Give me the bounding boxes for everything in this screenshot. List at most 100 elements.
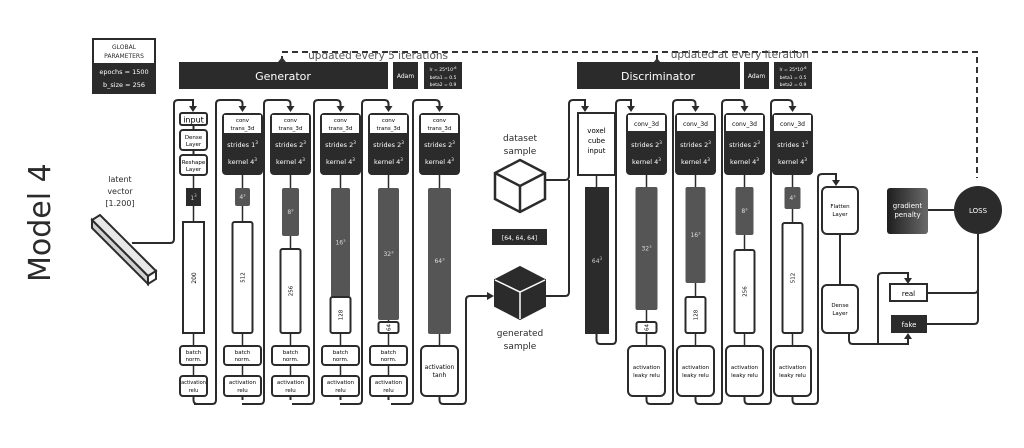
- feature-map-size: 43: [239, 192, 246, 201]
- generator-update-note: updated every 5 iterations: [308, 50, 448, 62]
- activation-label: activation: [425, 364, 455, 371]
- block-type: conv_3d: [732, 121, 757, 128]
- disc-input-label-2: cube: [588, 137, 605, 145]
- activation-type: relu: [383, 388, 394, 394]
- generator-input-column: input Dense Layer Reshape Layer 13 200: [179, 112, 208, 334]
- feature-map-size: 323: [641, 244, 652, 253]
- latent-label-3: [1.200]: [105, 199, 134, 208]
- sample-shape-text: [64, 64, 64]: [502, 235, 537, 242]
- feature-map-size: 83: [741, 206, 748, 215]
- feature-map: [428, 188, 451, 334]
- feature-map: [282, 188, 299, 236]
- generator-header: [179, 62, 388, 89]
- block-type: conv_3d: [780, 121, 805, 128]
- gen-dense-label-2: Layer: [186, 142, 202, 148]
- batch-norm-label-2: norm.: [234, 357, 250, 363]
- discriminator-optimizer-params: [774, 62, 812, 89]
- real-label: real: [902, 290, 915, 298]
- discriminator-optimizer-badge: [744, 62, 769, 89]
- disc-input-size: 643: [592, 256, 603, 265]
- block-strides: strides 23: [373, 140, 404, 149]
- block-strides: strides 13: [777, 140, 808, 149]
- head-dense-label-2: Layer: [832, 311, 848, 317]
- discriminator-header: [577, 62, 740, 89]
- feature-map: [685, 187, 706, 283]
- block-kernel: kernel 43: [326, 157, 355, 166]
- block-type: conv_3d: [683, 121, 708, 128]
- activation-label: activation: [327, 380, 355, 386]
- feature-map: [235, 188, 250, 206]
- batch-norm-label: batch: [283, 350, 299, 356]
- activation-label: activation: [277, 380, 305, 386]
- activation-label: activation: [682, 365, 710, 371]
- batch-norm-label-2: norm.: [380, 357, 396, 363]
- gen-dense-label: Dense: [185, 135, 203, 141]
- latent-vector-bar: [90, 213, 158, 287]
- block-type-2: trans_3d: [377, 126, 401, 132]
- activation-type: relu: [189, 388, 199, 394]
- model-title: Model 4: [23, 163, 58, 282]
- activation-type: relu: [335, 388, 346, 394]
- batch-norm-label-2: norm.: [282, 357, 298, 363]
- epochs-value: epochs = 1500: [99, 68, 148, 76]
- flatten-label: Flatten: [830, 204, 850, 210]
- channel-count: 128: [339, 309, 345, 320]
- gen-beta1: beta1 = 0.5: [430, 75, 457, 81]
- gen-input-size: 13: [190, 193, 197, 202]
- feature-map: [735, 187, 754, 235]
- latent-label-2: vector: [107, 187, 133, 196]
- feature-map: [784, 187, 801, 209]
- disc-beta2: beta2 = 0.9: [780, 82, 807, 88]
- flatten-label-2: Layer: [832, 212, 848, 218]
- feature-map-size: 323: [383, 249, 394, 258]
- gen-lr: lr = 25*10-6: [430, 66, 457, 73]
- batch-norm-label-2: norm.: [332, 357, 348, 363]
- feature-map-size: 643: [434, 256, 445, 265]
- generated-sample-label-2: sample: [504, 342, 537, 352]
- batch-norm-label: batch: [186, 350, 202, 356]
- gen-reshape-label-2: Layer: [186, 167, 202, 173]
- channel-count: 128: [694, 309, 700, 320]
- block-strides: strides 23: [631, 140, 662, 149]
- loss-label: LOSS: [969, 207, 988, 215]
- gen-beta2: beta2 = 0.9: [430, 82, 457, 88]
- discriminator-head: Flatten Layer Dense Layer real fake grad…: [810, 173, 1002, 405]
- block-kernel: kernel 43: [681, 157, 710, 166]
- disc-beta1: beta1 = 0.5: [780, 75, 807, 81]
- batch-norm-label: batch: [381, 350, 397, 356]
- block-kernel: kernel 43: [632, 157, 661, 166]
- block-type-2: trans_3d: [279, 126, 303, 132]
- discriminator-optimizer-label: Adam: [748, 73, 765, 80]
- activation-label: activation: [181, 380, 206, 386]
- batch-norm-label: batch: [333, 350, 349, 356]
- activation-type: leaky relu: [731, 373, 758, 379]
- batch-size-value: b_size = 256: [103, 81, 145, 89]
- dataset-sample-cube-icon: [493, 158, 547, 214]
- block-type: conv: [433, 118, 447, 124]
- block-strides: strides 23: [424, 140, 455, 149]
- disc-lr: lr = 25*10-6: [780, 66, 807, 73]
- sample-shape-badge: [492, 229, 547, 245]
- feature-map: [331, 188, 350, 297]
- block-kernel: kernel 43: [374, 157, 403, 166]
- global-parameters-box: GLOBAL PARAMETERS epochs = 1500 b_size =…: [92, 38, 156, 94]
- generated-sample-cube-icon: [494, 265, 546, 321]
- gradient-penalty-label-2: penalty: [894, 211, 920, 219]
- discriminator-update-note: updated at every iteration: [671, 49, 809, 61]
- activation-label: activation: [779, 365, 807, 371]
- channel-count: 512: [791, 273, 797, 284]
- gen-reshape-label: Reshape: [182, 160, 206, 166]
- batch-norm-label: batch: [235, 350, 251, 356]
- head-dense-label: Dense: [831, 303, 849, 309]
- activation-type: leaky relu: [682, 373, 709, 379]
- latent-label-1: latent: [108, 175, 131, 184]
